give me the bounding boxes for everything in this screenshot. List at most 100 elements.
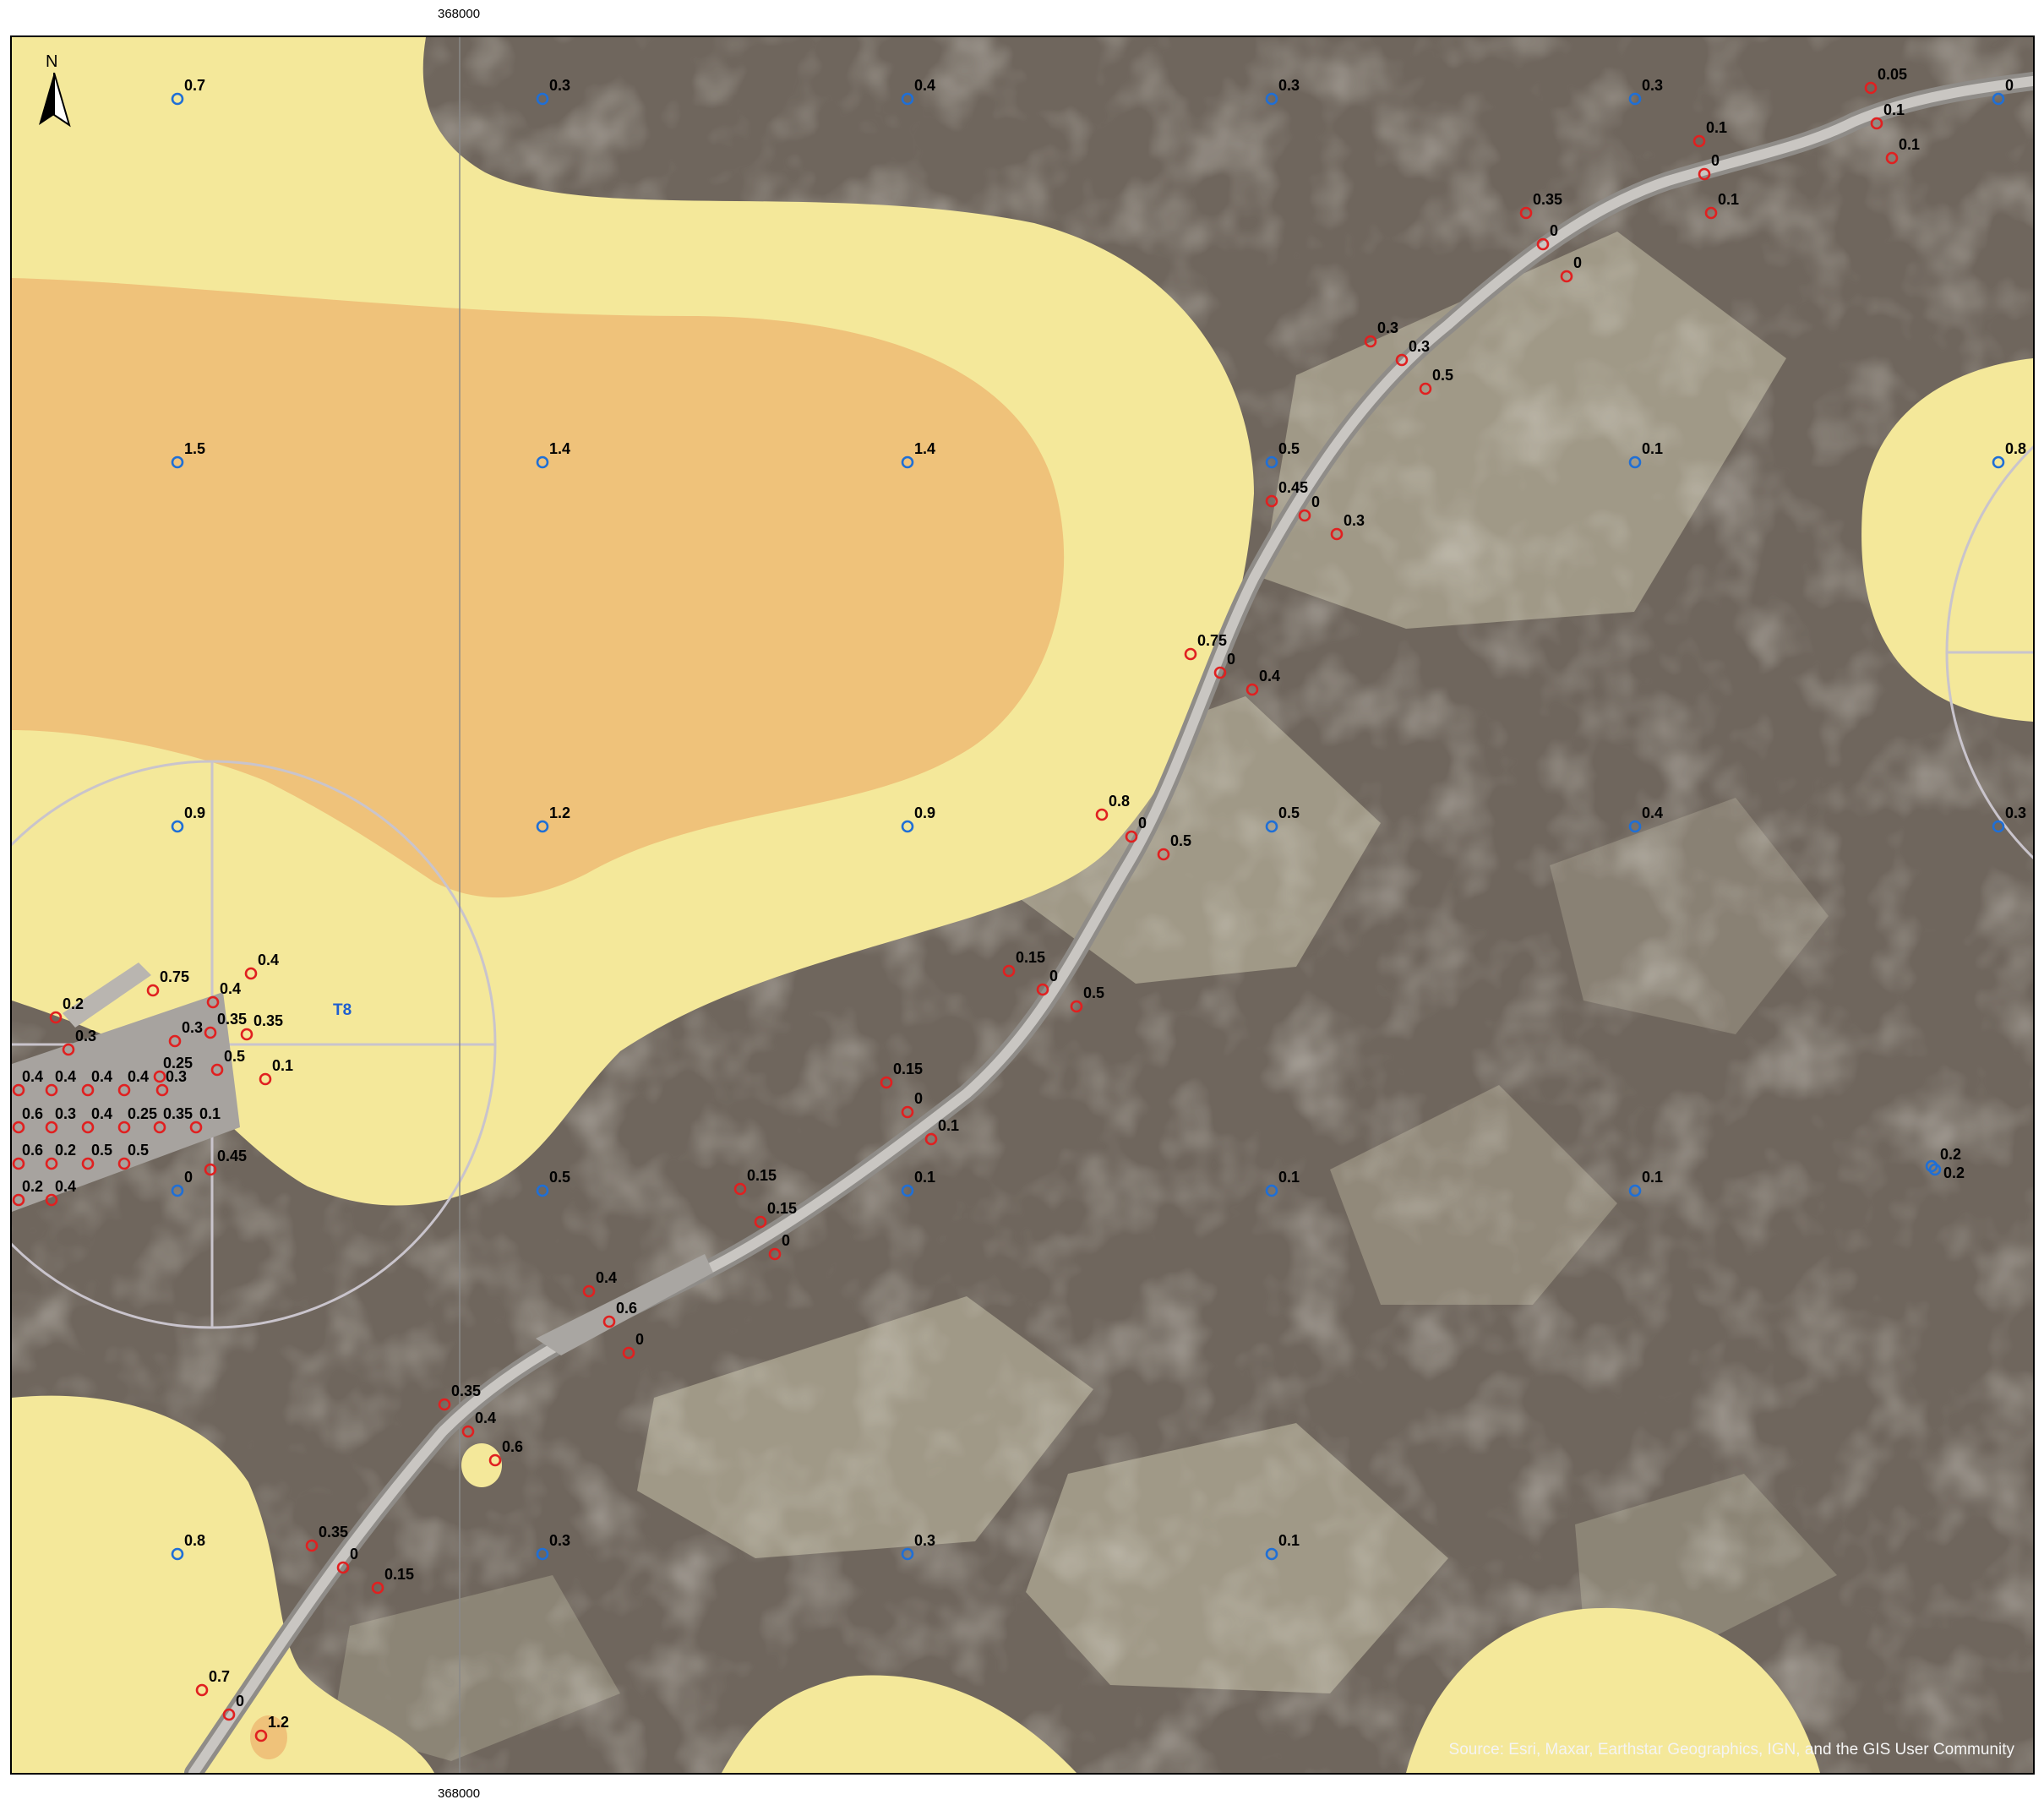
red-point-marker[interactable] <box>117 1083 131 1097</box>
blue-point-marker[interactable] <box>536 820 549 833</box>
red-point-marker[interactable] <box>244 967 258 980</box>
blue-point-marker[interactable] <box>171 820 184 833</box>
blue-point-marker[interactable] <box>1925 1159 1938 1173</box>
red-point-marker[interactable] <box>622 1346 635 1360</box>
red-point-marker[interactable] <box>222 1708 236 1721</box>
red-point-marker[interactable] <box>1698 167 1711 181</box>
red-point-marker[interactable] <box>204 1163 217 1176</box>
red-point-marker[interactable] <box>155 1083 169 1097</box>
red-point-marker[interactable] <box>1070 1000 1083 1013</box>
red-point-marker[interactable] <box>1213 666 1227 679</box>
red-point-marker[interactable] <box>1157 848 1170 861</box>
red-point-marker[interactable] <box>45 1193 58 1207</box>
red-point-marker[interactable] <box>117 1121 131 1134</box>
red-point-marker[interactable] <box>1395 353 1409 367</box>
red-point-marker[interactable] <box>1519 206 1533 220</box>
blue-point-marker[interactable] <box>1265 1184 1278 1197</box>
red-point-marker[interactable] <box>582 1284 596 1298</box>
red-point-marker[interactable] <box>733 1182 747 1196</box>
red-point-marker[interactable] <box>1364 335 1377 348</box>
red-point-marker[interactable] <box>12 1157 25 1170</box>
red-point-marker[interactable] <box>195 1683 209 1697</box>
blue-point-marker[interactable] <box>1265 1547 1278 1561</box>
red-point-marker[interactable] <box>1864 81 1878 95</box>
red-point-marker[interactable] <box>1125 830 1138 843</box>
red-point-marker[interactable] <box>1419 382 1432 395</box>
red-point-marker[interactable] <box>901 1105 914 1119</box>
red-point-marker[interactable] <box>768 1247 782 1261</box>
blue-point-marker[interactable] <box>536 1184 549 1197</box>
red-point-marker[interactable] <box>62 1043 75 1056</box>
red-point-marker[interactable] <box>336 1561 350 1574</box>
red-point-marker[interactable] <box>189 1121 203 1134</box>
blue-point-marker[interactable] <box>1628 1184 1642 1197</box>
red-point-marker[interactable] <box>1870 117 1883 130</box>
red-point-marker[interactable] <box>49 1011 63 1024</box>
red-point-marker[interactable] <box>81 1083 95 1097</box>
red-point-marker[interactable] <box>924 1132 938 1146</box>
blue-point-marker[interactable] <box>901 1547 914 1561</box>
red-point-marker[interactable] <box>880 1076 893 1089</box>
red-point-marker[interactable] <box>254 1729 268 1742</box>
red-point-marker[interactable] <box>12 1193 25 1207</box>
red-point-marker[interactable] <box>1560 270 1573 283</box>
blue-point-marker[interactable] <box>901 820 914 833</box>
blue-point-marker[interactable] <box>1992 455 2005 469</box>
red-point-marker[interactable] <box>45 1083 58 1097</box>
red-point-marker[interactable] <box>305 1539 319 1552</box>
blue-point-marker[interactable] <box>901 1184 914 1197</box>
red-point-marker[interactable] <box>1692 134 1706 148</box>
blue-point-marker[interactable] <box>1265 455 1278 469</box>
red-point-marker[interactable] <box>146 984 160 997</box>
blue-point-marker[interactable] <box>1928 1163 1942 1176</box>
red-point-marker[interactable] <box>204 1026 217 1039</box>
blue-point-marker[interactable] <box>171 1547 184 1561</box>
red-point-marker[interactable] <box>1885 151 1899 165</box>
red-point-marker[interactable] <box>153 1121 166 1134</box>
red-point-marker[interactable] <box>1704 206 1718 220</box>
red-point-marker[interactable] <box>1298 509 1311 522</box>
red-point-marker[interactable] <box>81 1121 95 1134</box>
red-point-marker[interactable] <box>168 1034 182 1048</box>
blue-point-marker[interactable] <box>171 1184 184 1197</box>
red-point-marker[interactable] <box>1265 494 1278 508</box>
red-point-marker[interactable] <box>1095 808 1109 821</box>
red-point-marker[interactable] <box>754 1215 767 1229</box>
blue-point-marker[interactable] <box>171 455 184 469</box>
red-point-marker[interactable] <box>240 1028 253 1041</box>
red-point-marker[interactable] <box>206 995 220 1009</box>
red-point-marker[interactable] <box>1536 237 1550 251</box>
blue-point-marker[interactable] <box>1992 92 2005 106</box>
blue-point-marker[interactable] <box>901 455 914 469</box>
red-point-marker[interactable] <box>117 1157 131 1170</box>
red-point-marker[interactable] <box>1245 683 1259 696</box>
red-point-marker[interactable] <box>1184 647 1197 661</box>
red-point-marker[interactable] <box>1002 964 1016 978</box>
blue-point-marker[interactable] <box>536 455 549 469</box>
red-point-marker[interactable] <box>81 1157 95 1170</box>
red-point-marker[interactable] <box>45 1157 58 1170</box>
red-point-marker[interactable] <box>12 1083 25 1097</box>
blue-point-marker[interactable] <box>1265 92 1278 106</box>
blue-point-marker[interactable] <box>1992 820 2005 833</box>
blue-point-marker[interactable] <box>1628 820 1642 833</box>
blue-point-marker[interactable] <box>536 1547 549 1561</box>
blue-point-marker[interactable] <box>1628 455 1642 469</box>
red-point-marker[interactable] <box>210 1063 224 1077</box>
blue-point-marker[interactable] <box>901 92 914 106</box>
red-point-marker[interactable] <box>259 1072 272 1086</box>
red-point-marker[interactable] <box>438 1398 451 1411</box>
blue-point-marker[interactable] <box>536 92 549 106</box>
blue-point-marker[interactable] <box>1628 92 1642 106</box>
red-point-marker[interactable] <box>45 1121 58 1134</box>
red-point-marker[interactable] <box>488 1453 502 1467</box>
red-point-marker[interactable] <box>602 1315 616 1328</box>
red-point-marker[interactable] <box>461 1425 475 1438</box>
red-point-marker[interactable] <box>371 1581 384 1595</box>
red-point-marker[interactable] <box>1036 983 1049 996</box>
blue-point-marker[interactable] <box>171 92 184 106</box>
red-point-marker[interactable] <box>12 1121 25 1134</box>
blue-point-marker[interactable] <box>1265 820 1278 833</box>
